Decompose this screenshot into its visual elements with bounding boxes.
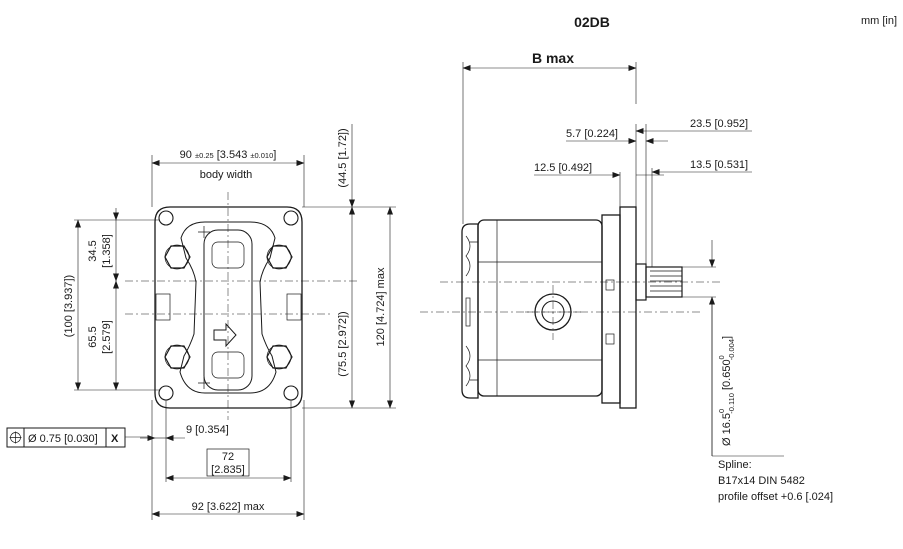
dim-72-mm: 72 (222, 451, 234, 463)
bolt-hole-bl (158, 385, 174, 401)
position-tolerance-frame: Ø 0.75 [0.030] X (6, 427, 150, 448)
dim-23-5: 23.5 [0.952] (690, 118, 748, 130)
dim-b-max: B max (532, 50, 574, 66)
flow-arrow-icon (213, 322, 237, 348)
body-width-label: body width (200, 169, 253, 181)
dim-12-5: 12.5 [0.492] (534, 162, 592, 174)
rear-cover (461, 223, 479, 399)
dim-65-5-in: [2.579] (101, 320, 113, 354)
front-boss-left (155, 293, 171, 321)
dim-72-box (206, 448, 250, 477)
bolt-head-bl (164, 344, 191, 370)
dim-34-5-mm: 34.5 (87, 240, 99, 261)
dim-44-5: (44.5 [1.72]) (337, 128, 349, 187)
dim-9: 9 [0.354] (186, 424, 229, 436)
tolerance-datum: X (111, 433, 119, 445)
shaft-diameter-dimension: Ø 16.50-0.110 [0.6500-0.004] (717, 336, 736, 446)
pump-body (477, 219, 603, 397)
spline-title: Spline: (718, 459, 752, 471)
bolt-hole-tr (283, 210, 299, 226)
bolt-head-tl (164, 244, 191, 270)
spline-spec: B17x14 DIN 5482 (718, 475, 805, 487)
dim-75-5: (75.5 [2.972]) (337, 311, 349, 376)
front-body-contour (179, 221, 277, 394)
front-view: 90 ±0.25 [3.543 ±0.010] body width 120 [… (6, 124, 396, 520)
tolerance-value: Ø 0.75 [0.030] (28, 433, 98, 445)
plus-mark-bottom (198, 377, 210, 389)
front-boss-right (286, 293, 302, 321)
plus-mark-top (198, 226, 210, 238)
body-width-dimension: 90 ±0.25 [3.543 ±0.010] (180, 149, 277, 161)
dim-13-5: 13.5 [0.531] (690, 159, 748, 171)
bolt-hole-tl (158, 210, 174, 226)
units-label: mm [in] (861, 15, 897, 27)
dim-72-in: [2.835] (211, 464, 245, 476)
mounting-flange (619, 206, 637, 409)
side-view: B max 23.5 [0.952] 5.7 [0.224] 12.5 [0.4… (420, 50, 833, 503)
spline-offset: profile offset +0.6 [.024] (718, 491, 833, 503)
dim-65-5-mm: 65.5 (87, 326, 99, 347)
front-flange-outline (154, 206, 303, 409)
dim-92-max: 92 [3.622] max (192, 501, 265, 513)
bolt-head-br (266, 344, 293, 370)
dim-120-max: 120 [4.724] max (375, 267, 387, 346)
dim-100: (100 [3.937]) (63, 275, 75, 337)
front-cover (601, 214, 621, 404)
dim-34-5-in: [1.358] (101, 234, 113, 268)
model-title: 02DB (574, 14, 610, 30)
dim-5-7: 5.7 [0.224] (566, 128, 618, 140)
bolt-hole-br (283, 385, 299, 401)
bolt-head-tr (266, 244, 293, 270)
